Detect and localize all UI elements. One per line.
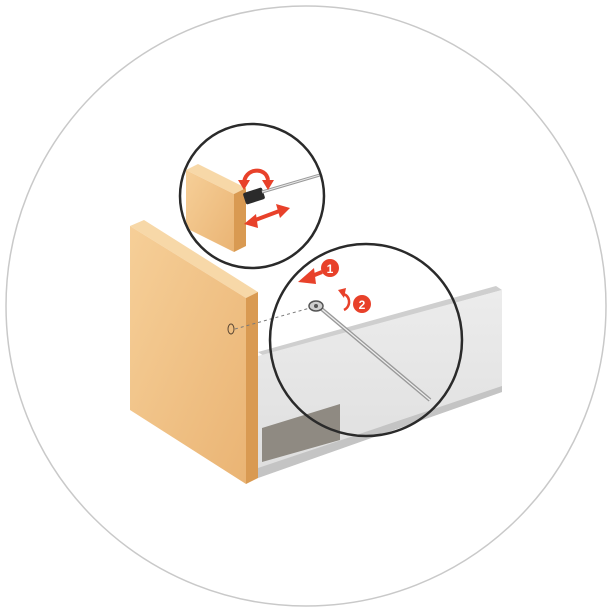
cam-lock-icon: [243, 187, 265, 205]
frame-circle: [5, 5, 607, 607]
board-top-edge: [130, 220, 258, 298]
drawer-side-panel: [258, 286, 502, 478]
board-edge: [246, 292, 258, 484]
detail-board-edge: [234, 188, 246, 252]
panel-groove: [262, 404, 340, 462]
double-arrow-icon: [244, 204, 290, 228]
step-2-badge: [353, 295, 371, 313]
cam-hole: [227, 323, 235, 335]
panel-top-edge: [258, 286, 502, 356]
detail-board-face: [186, 170, 234, 252]
detail-circle-top: [178, 122, 326, 270]
detail-board-top: [186, 164, 246, 194]
step-1-badge: [321, 259, 339, 277]
step-2-number: 2: [359, 298, 366, 312]
wooden-front-board: [130, 220, 258, 484]
step-1-number: 1: [327, 262, 334, 276]
board-face: [130, 226, 246, 484]
detail-circle-main: 1 2: [268, 242, 464, 438]
step-1-marker: 1: [298, 259, 339, 284]
panel-bottom-shadow: [258, 386, 502, 478]
step-2-marker: 2: [338, 288, 371, 313]
